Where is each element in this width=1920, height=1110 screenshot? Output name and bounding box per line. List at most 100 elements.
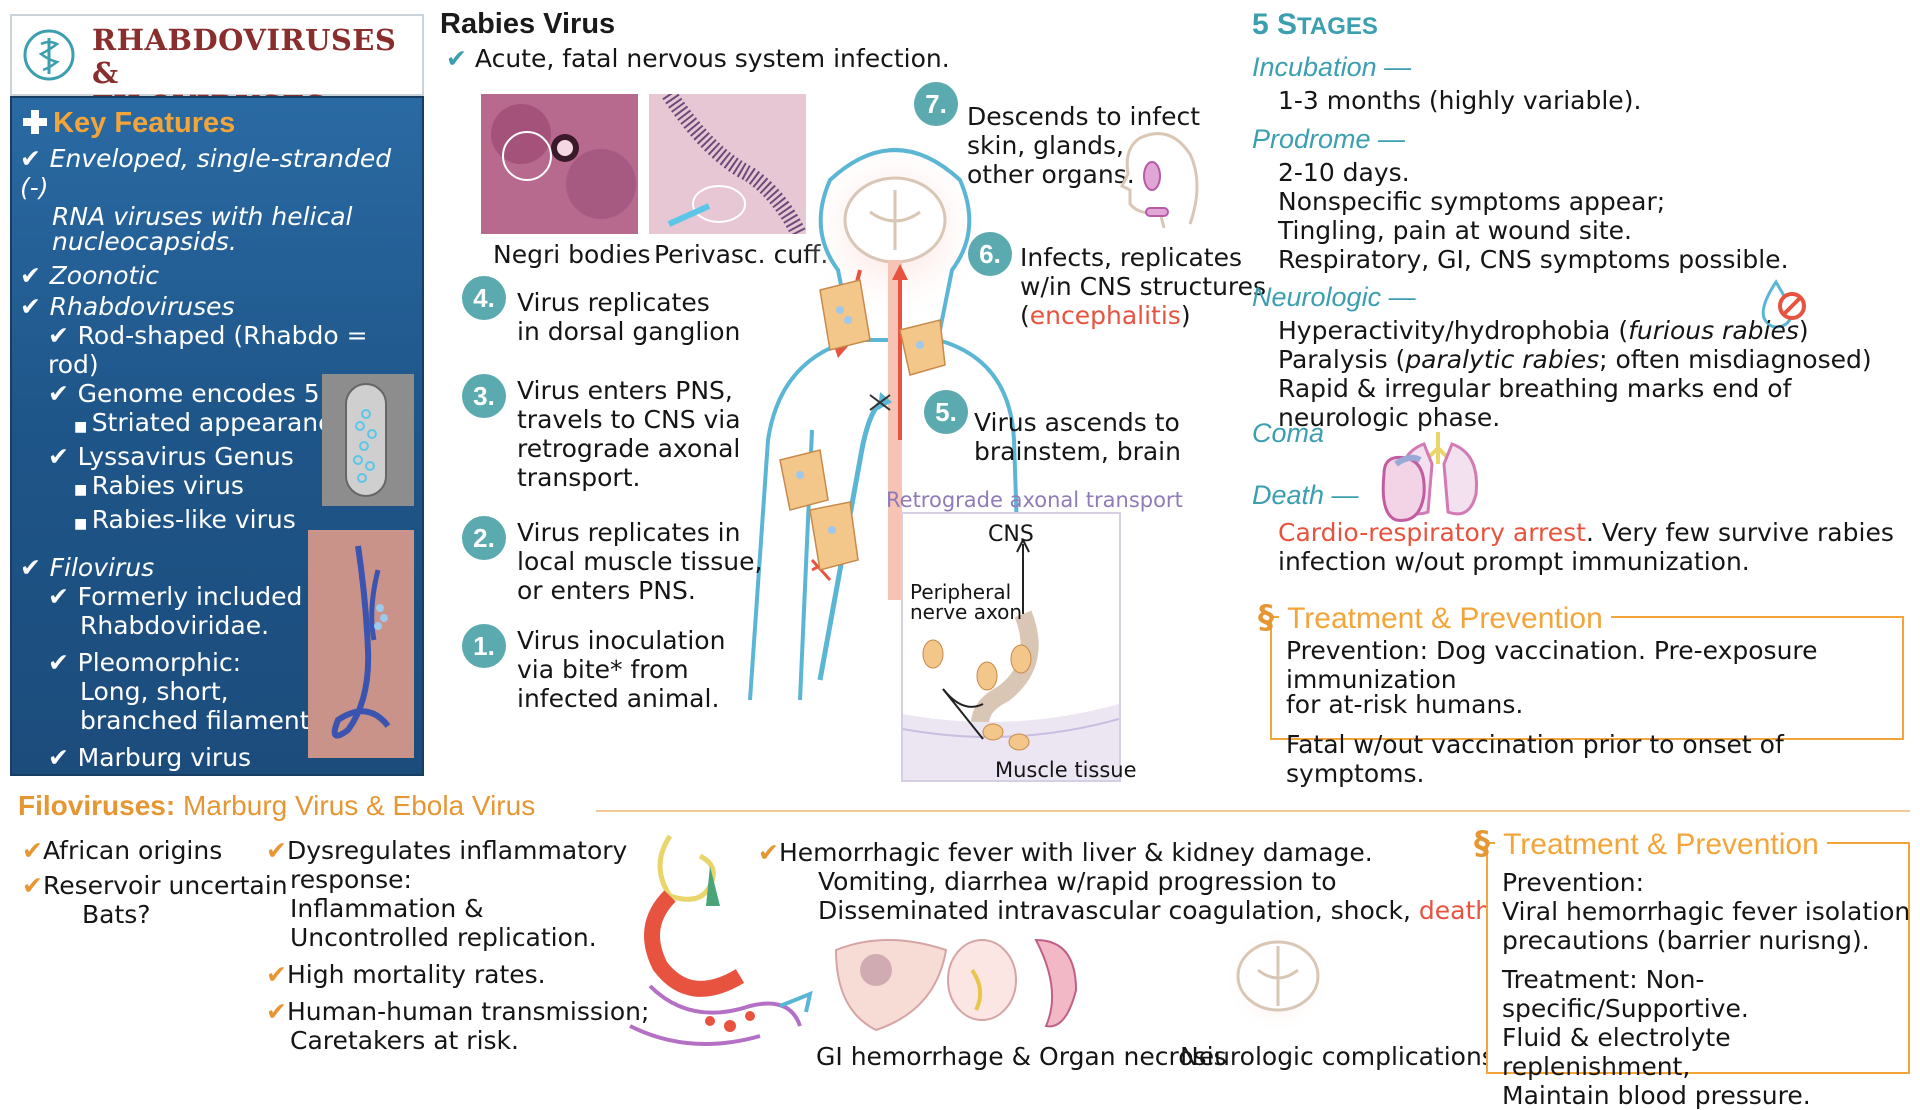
check-icon: ✔ (48, 772, 78, 801)
step-5-badge: 5. (924, 390, 968, 434)
snake-icon: § (1474, 824, 1490, 862)
plus-icon (22, 109, 48, 135)
head-profile-icon (1119, 124, 1210, 234)
stage-death-heading: Death — (1252, 480, 1359, 510)
neurologic-complications-label: Neurologic complications (1180, 1042, 1495, 1071)
list-item: ✔ Zoonotic (20, 261, 160, 290)
check-icon: ✔ (20, 292, 50, 321)
list-item: ✔ Pleomorphic: (48, 648, 242, 677)
stage-death-text: Cardio-respiratory arrest. Very few surv… (1278, 518, 1894, 576)
check-icon: ✔ (48, 379, 78, 408)
check-icon: ✔ (446, 44, 475, 73)
check-icon: ✔ (266, 960, 287, 989)
list-item: Long, short, (80, 677, 229, 706)
retrograde-inset (901, 512, 1121, 782)
list-item: ✔ Filovirus (20, 553, 155, 582)
rabies-treatment-text: Prevention: Dog vaccination. Pre-exposur… (1286, 636, 1818, 788)
list-item: ✔ Rhabdoviruses (20, 292, 235, 321)
list-item: ✔ Formerly included in (48, 582, 334, 611)
list-item: ✔ Rod-shaped (Rhabdo = rod) (48, 321, 368, 379)
snake-icon: § (1258, 598, 1274, 636)
title-box: RHABDOVIRUSES & FILOVIRUSES (10, 14, 424, 123)
check-icon: ✔ (48, 648, 78, 677)
list-item: Rhabdoviridae. (80, 611, 270, 640)
list-item: ■ Striated appearance (74, 408, 348, 437)
stage-neurologic-text: Hyperactivity/hydrophobia (furious rabie… (1278, 316, 1872, 432)
stage-neurologic-heading: Neurologic — (1252, 282, 1416, 312)
body-diagram (720, 135, 1040, 760)
gi-tract-illustration (610, 826, 820, 1056)
list-item: nucleocapsids. (52, 227, 237, 256)
step-1-badge: 1. (462, 624, 506, 668)
step-2-badge: 2. (462, 516, 506, 560)
list-item: ■ Rabies virus (74, 471, 244, 500)
gi-hemorrhage-label: GI hemorrhage & Organ necrosis (816, 1042, 1227, 1071)
check-icon: ✔ (48, 582, 78, 611)
check-icon: ✔ (48, 442, 78, 471)
list-item: branched filaments. (80, 706, 331, 735)
check-icon: ✔ (266, 836, 287, 865)
filo-treatment-header: § Treatment & Prevention (1474, 824, 1827, 862)
check-icon: ✔ (48, 743, 78, 772)
stage-incubation-heading: Incubation — (1252, 52, 1412, 82)
step-3-badge: 3. (462, 374, 506, 418)
brain-cross-section-icon (1218, 926, 1338, 1036)
rhabdovirus-micrograph (322, 374, 414, 506)
filovirus-micrograph (308, 530, 414, 758)
step-6-badge: 6. (968, 232, 1012, 276)
filo-title: Filoviruses: Marburg Virus & Ebola Virus (18, 790, 536, 821)
check-icon: ✔ (22, 871, 43, 900)
no-water-icon (1754, 276, 1814, 332)
rabies-treatment-box (1270, 616, 1904, 740)
title-line1: RHABDOVIRUSES & (92, 23, 397, 90)
inset-title: Retrograde axonal transport (886, 488, 1183, 512)
key-features-sidebar: Key Features ✔ Enveloped, single-strande… (10, 96, 424, 801)
rabies-treatment-header: § Treatment & Prevention (1258, 598, 1611, 636)
organs-illustration (826, 930, 1096, 1040)
check-icon: ✔ (20, 261, 50, 290)
check-icon: ✔ (22, 836, 43, 865)
caduceus-icon (22, 28, 76, 82)
list-item: ✔ Marburg virus (48, 743, 252, 772)
perivasc-cuff-label: Perivasc. cuff. (654, 240, 829, 269)
inset-muscle-label: Muscle tissue (995, 758, 1137, 782)
filo-section-line (596, 810, 1910, 812)
filo-col1: ✔African origins ✔Reservoir uncertain Ba… (22, 836, 288, 929)
rabies-subtitle: ✔ Acute, fatal nervous system infection. (446, 44, 950, 73)
step-7-badge: 7. (914, 82, 958, 126)
perivascular-cuff-image (649, 89, 807, 238)
check-icon: ✔ (48, 321, 78, 350)
check-icon: ✔ (20, 553, 50, 582)
step-4-badge: 4. (462, 276, 506, 320)
list-item: ✔ Lyssavirus Genus (48, 442, 294, 471)
negri-bodies-label: Negri bodies (493, 240, 651, 269)
stage-prodrome-heading: Prodrome — (1252, 124, 1406, 154)
stage-coma-heading: Coma (1252, 418, 1325, 448)
negri-bodies-image (481, 94, 638, 234)
stages-title: 5 STAGES (1252, 8, 1378, 41)
sidebar-list: ✔ Enveloped, single-stranded (-) RNA vir… (20, 144, 422, 801)
filo-col3: ✔Hemorrhagic fever with liver & kidney d… (758, 838, 1499, 925)
check-icon: ✔ (758, 838, 779, 867)
heart-lungs-icon (1376, 424, 1506, 524)
key-features-heading-row: Key Features (22, 106, 235, 140)
rabies-title: Rabies Virus (440, 8, 616, 40)
inset-cns-label: CNS (988, 522, 1034, 547)
list-item: RNA viruses with helical (52, 202, 353, 231)
filo-col2: ✔Dysregulates inflammatory response: Inf… (266, 836, 650, 1055)
list-item: ✔ Ebola virus (48, 772, 216, 801)
check-icon: ✔ (266, 997, 287, 1026)
list-item: ■ Rabies-like virus (74, 505, 296, 534)
stage-incubation-text: 1-3 months (highly variable). (1278, 86, 1642, 115)
list-item: ✔ Enveloped, single-stranded (-) (20, 144, 392, 202)
stage-prodrome-text: 2-10 days.Nonspecific symptoms appear; T… (1278, 158, 1789, 274)
check-icon: ✔ (20, 144, 50, 173)
